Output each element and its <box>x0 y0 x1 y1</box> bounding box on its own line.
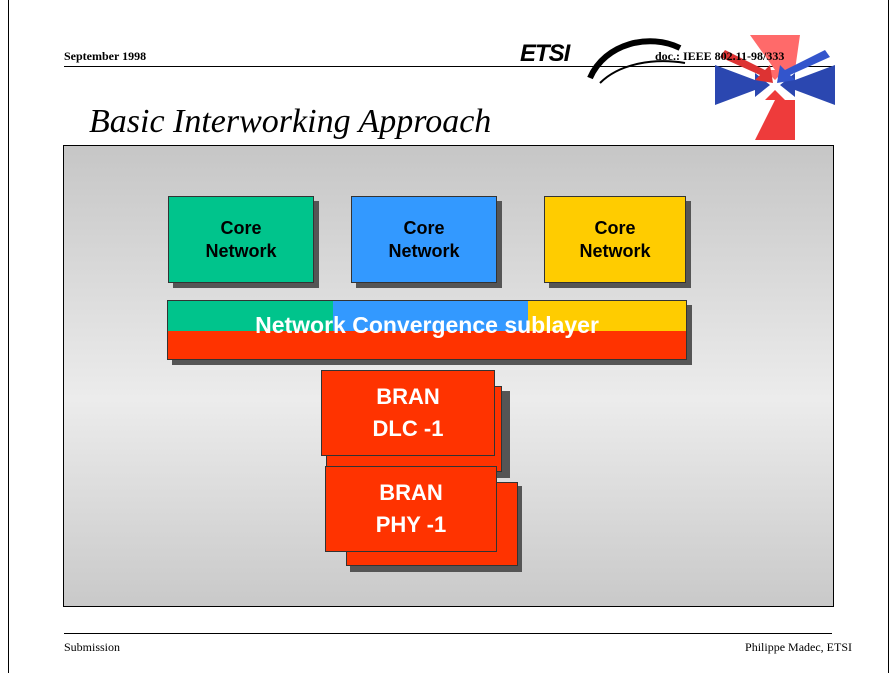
convergence-segment-blue <box>333 301 528 331</box>
core-network-label: Core Network <box>388 218 460 261</box>
slide-border-right <box>888 0 889 673</box>
slide-border-left <box>8 0 9 673</box>
core-network-label: Core Network <box>579 218 651 261</box>
bran-dlc-label: BRAN DLC -1 <box>372 384 444 441</box>
convergence-layer-label: Network Convergence sublayer <box>255 312 599 338</box>
document-reference: doc.: IEEE 802.11-98/333 <box>655 49 785 63</box>
convergence-segment-red <box>168 331 686 359</box>
diagram-panel: Core Network Core Network Core Network N… <box>63 145 834 607</box>
core-network-box-1: Core Network <box>168 196 314 283</box>
etsi-logo-swoosh-icon <box>587 38 686 84</box>
etsi-logo: ETSI <box>520 40 570 67</box>
bran-phy-label: BRAN PHY -1 <box>375 480 447 537</box>
slide-title: Basic Interworking Approach <box>89 103 492 140</box>
convergence-segment-green <box>168 301 333 331</box>
footer-author: Philippe Madec, ETSI <box>745 640 852 654</box>
footer-divider <box>64 633 832 634</box>
core-network-box-3: Core Network <box>544 196 686 283</box>
bran-dlc-box: BRAN DLC -1 <box>321 370 495 456</box>
header-date: September 1998 <box>64 49 147 63</box>
arrows-logo-icon <box>715 35 835 140</box>
core-network-box-2: Core Network <box>351 196 497 283</box>
convergence-segment-yellow <box>528 301 686 331</box>
header-divider <box>64 66 832 67</box>
bran-phy-box: BRAN PHY -1 <box>325 466 497 552</box>
footer-submission: Submission <box>64 640 121 654</box>
core-network-label: Core Network <box>205 218 277 261</box>
network-convergence-sublayer: Network Convergence sublayer <box>167 300 687 360</box>
